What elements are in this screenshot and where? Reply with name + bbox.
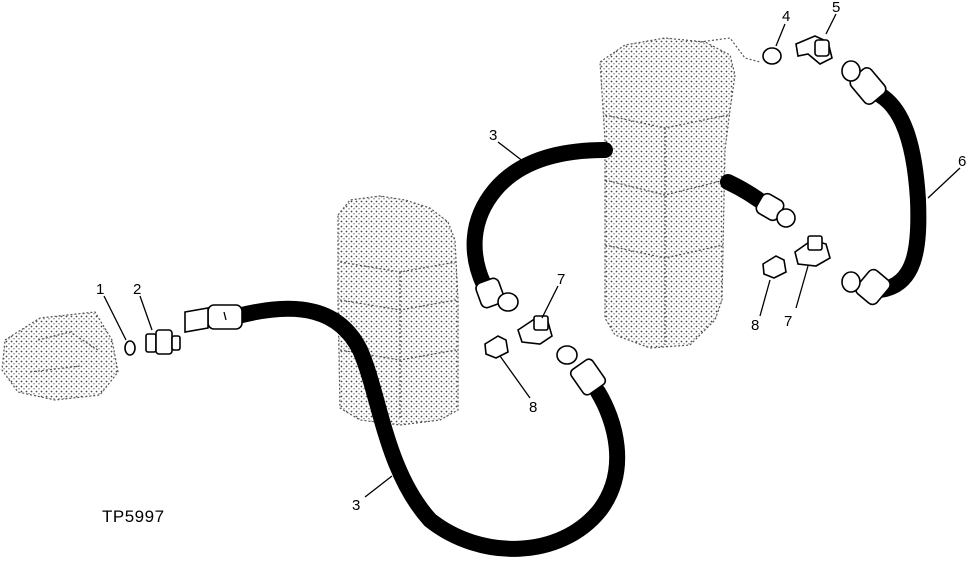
hose-right-loop: [841, 60, 927, 306]
hose-upper-connecting: [466, 142, 613, 312]
callout-7-left: 7: [557, 271, 565, 288]
callout-8-right: 8: [751, 317, 759, 334]
callout-2: 2: [133, 281, 141, 298]
callout-6: 6: [958, 153, 966, 170]
ghost-motor-housing: [1, 311, 119, 401]
callout-3-upper: 3: [489, 127, 497, 144]
ghost-valve-stack-right: [599, 37, 761, 349]
part-tee-7-left: [517, 315, 553, 345]
part-elbow-5: [795, 35, 833, 65]
callout-leaders: [103, 13, 961, 498]
callout-5: 5: [832, 0, 840, 16]
callout-labels: 1 2 3 3 4 5 6 7 7 8 8: [96, 0, 966, 514]
part-adapter-2: [145, 329, 181, 355]
part-o-ring-1: [124, 340, 136, 356]
callout-4: 4: [782, 8, 790, 25]
figure-id-label: TP5997: [102, 507, 165, 526]
hose-lower-end-fitting-left: [184, 304, 243, 333]
callout-8-left: 8: [529, 399, 537, 416]
hose-lower-end-fitting-right: [556, 345, 607, 396]
hose-upper-end-fitting: [475, 277, 519, 312]
ghost-valve-stack-left: [337, 195, 459, 426]
hose-right-short: [720, 174, 796, 228]
callout-3-lower: 3: [352, 497, 360, 514]
callout-1: 1: [96, 281, 104, 298]
hose-lower-long: [184, 300, 626, 557]
hose-right-loop-bottom-fitting: [841, 268, 891, 306]
part-plug-8-right: [762, 255, 787, 279]
part-o-ring-4: [762, 47, 782, 65]
callout-7-right: 7: [784, 313, 792, 330]
hose-right-loop-top-fitting: [841, 60, 887, 105]
part-plug-8-left: [484, 335, 509, 359]
part-tee-7-right: [794, 235, 831, 267]
